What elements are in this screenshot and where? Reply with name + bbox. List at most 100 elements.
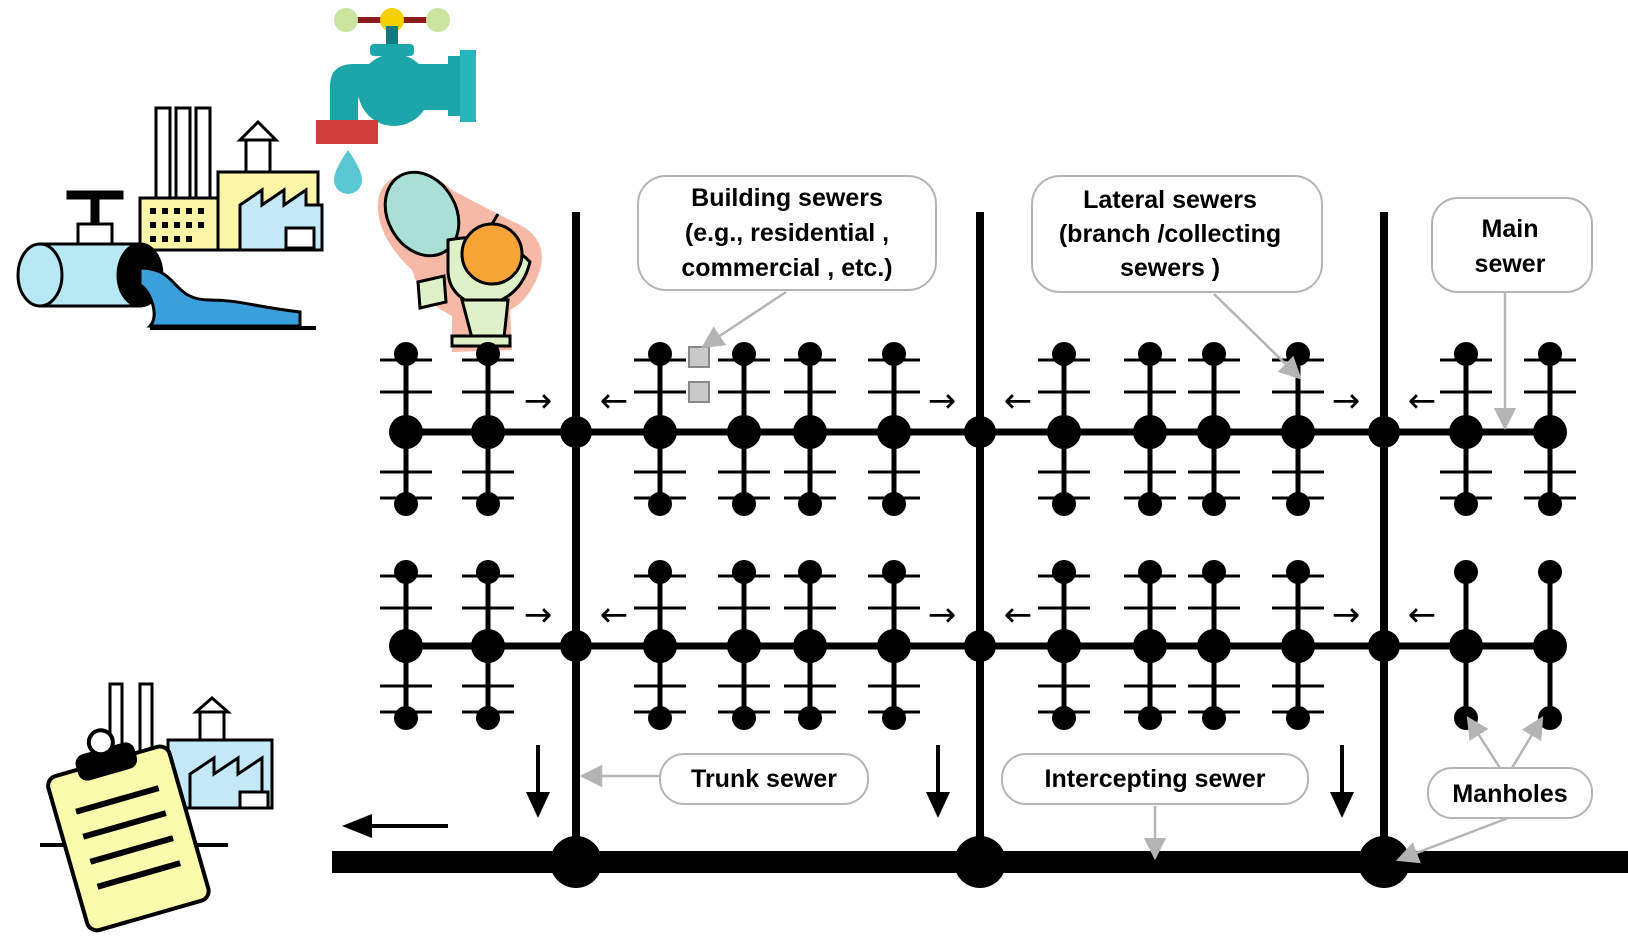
manhole (389, 629, 423, 663)
manhole (1449, 415, 1483, 449)
manhole (1358, 836, 1410, 888)
manhole (1281, 415, 1315, 449)
manhole (1133, 415, 1167, 449)
flow-direction-arrows (342, 745, 1354, 838)
callout-pointers (579, 290, 1544, 864)
building-sewers-label-line2: (e.g., residential , (685, 219, 889, 247)
manholes-label: Manholes (1452, 780, 1567, 808)
manhole (793, 415, 827, 449)
manhole (394, 342, 418, 366)
flow-right-arrow-icon: → (1332, 381, 1361, 421)
manhole (1138, 706, 1162, 730)
manhole (476, 706, 500, 730)
building-sewers-label-line1: Building sewers (691, 184, 883, 212)
manhole (954, 836, 1006, 888)
flow-right-arrow-icon: → (1332, 595, 1361, 635)
manhole (1538, 560, 1562, 584)
manhole (1449, 629, 1483, 663)
treatment-plant-clipboard-icon (40, 682, 274, 933)
building-sewer-fitting (688, 381, 710, 403)
industrial-plant-outfall-icon (16, 106, 324, 330)
manhole (1533, 629, 1567, 663)
manhole (471, 415, 505, 449)
flow-arrows: →←→←→←→←→←→← (524, 381, 1437, 635)
manhole (1052, 706, 1076, 730)
manhole (964, 416, 996, 448)
manhole (648, 492, 672, 516)
lateral-sewers-callout: Lateral sewers (branch /collecting sewer… (1031, 175, 1323, 293)
manhole (882, 342, 906, 366)
manhole (1202, 706, 1226, 730)
trunk-sewer-callout: Trunk sewer (659, 753, 869, 805)
manhole (798, 492, 822, 516)
manhole (1047, 629, 1081, 663)
manhole (964, 630, 996, 662)
manhole (471, 629, 505, 663)
manhole (394, 492, 418, 516)
lateral-sewers-label-line1: Lateral sewers (1083, 186, 1257, 214)
toilet-icon (377, 170, 542, 352)
manhole (389, 415, 423, 449)
building-sewers-callout: Building sewers (e.g., residential , com… (637, 175, 937, 291)
manhole (1133, 629, 1167, 663)
manhole (476, 560, 500, 584)
manhole (727, 629, 761, 663)
flow-right-arrow-icon: → (928, 381, 957, 421)
manhole (1202, 560, 1226, 584)
lateral-sewers-label-line3: sewers ) (1120, 254, 1220, 282)
manhole (1047, 415, 1081, 449)
lateral-sewers-label-line2: (branch /collecting (1059, 220, 1281, 248)
manhole (1286, 342, 1310, 366)
intercepting-sewer-callout: Intercepting sewer (1001, 753, 1309, 805)
manhole (643, 629, 677, 663)
building-sewer-fitting (688, 346, 710, 368)
main-sewer-label-line1: Main (1482, 215, 1539, 243)
manhole (560, 416, 592, 448)
flow-left-arrow-icon: ← (1004, 595, 1033, 635)
manhole (1538, 342, 1562, 366)
manhole (727, 415, 761, 449)
manhole (1454, 560, 1478, 584)
manhole (793, 629, 827, 663)
manhole (476, 342, 500, 366)
manhole (1052, 492, 1076, 516)
manhole (798, 560, 822, 584)
flow-right-arrow-icon: → (524, 595, 553, 635)
manhole (1533, 415, 1567, 449)
manhole (1286, 706, 1310, 730)
manhole (394, 560, 418, 584)
manhole (732, 342, 756, 366)
flow-left-arrow-icon: ← (1408, 381, 1437, 421)
manhole (1052, 560, 1076, 584)
manhole (648, 706, 672, 730)
manhole (1052, 342, 1076, 366)
intercepting-sewer-label: Intercepting sewer (1045, 765, 1266, 793)
manhole (1138, 342, 1162, 366)
manhole (643, 415, 677, 449)
manhole (550, 836, 602, 888)
manhole (1368, 416, 1400, 448)
flow-left-arrow-icon: ← (1004, 381, 1033, 421)
outflow-arrow-icon (342, 814, 448, 838)
manhole (732, 560, 756, 584)
flow-right-arrow-icon: → (524, 381, 553, 421)
flow-left-arrow-icon: ← (600, 595, 629, 635)
manhole (1138, 492, 1162, 516)
manhole (882, 492, 906, 516)
manhole (1286, 492, 1310, 516)
main-sewer-callout: Main sewer (1431, 197, 1593, 293)
manhole (394, 706, 418, 730)
manhole (1454, 342, 1478, 366)
trunk-sewer-label: Trunk sewer (691, 765, 837, 793)
down-arrow-icon (1330, 745, 1354, 818)
manhole (1286, 560, 1310, 584)
manhole (1368, 630, 1400, 662)
manhole (560, 630, 592, 662)
manhole (882, 560, 906, 584)
manhole (732, 492, 756, 516)
flow-right-arrow-icon: → (928, 595, 957, 635)
manhole (1538, 706, 1562, 730)
manhole (1197, 629, 1231, 663)
manhole (1138, 560, 1162, 584)
manhole (648, 560, 672, 584)
